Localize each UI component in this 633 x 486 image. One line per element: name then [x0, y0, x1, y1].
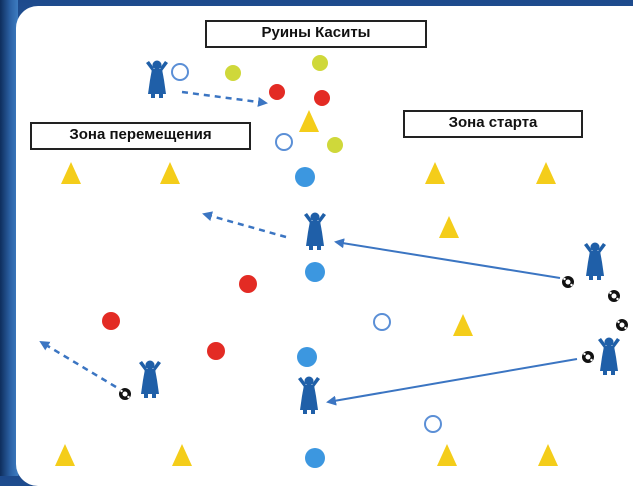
dashed-arrow: [181, 90, 268, 107]
blue-disc-icon: [295, 167, 315, 187]
cone-icon: [536, 162, 556, 184]
soccer-ball-icon: [582, 351, 594, 363]
start-zone-label: Зона старта: [403, 110, 583, 138]
movement-arrows: [39, 90, 578, 406]
background-frame: [0, 0, 18, 476]
player-figure-icon: [304, 212, 326, 250]
balls: [119, 276, 628, 400]
cone-icon: [172, 444, 192, 466]
hoop-icon: [171, 63, 189, 81]
hoop-icon: [275, 133, 293, 151]
soccer-ball-icon: [608, 290, 620, 302]
training-field: [16, 6, 633, 486]
ruins-zone-label: Руины Каситы: [205, 20, 427, 48]
green-disc-icon: [312, 55, 328, 71]
cone-icon: [437, 444, 457, 466]
cone-icon: [299, 110, 319, 132]
soccer-ball-icon: [616, 319, 628, 331]
dashed-arrow: [39, 340, 117, 389]
player-figure-icon: [139, 360, 161, 398]
cone-icon: [453, 314, 473, 336]
cone-icon: [439, 216, 459, 238]
hoop-markers: [171, 63, 442, 433]
player-figure-icon: [584, 242, 606, 280]
soccer-ball-icon: [119, 388, 131, 400]
blue-disc-icon: [297, 347, 317, 367]
red-disc-icon: [207, 342, 225, 360]
player-figure-icon: [598, 337, 620, 375]
red-disc-icon: [269, 84, 285, 100]
blue-disc-icon: [305, 448, 325, 468]
hoop-icon: [424, 415, 442, 433]
cone-icon: [425, 162, 445, 184]
disc-markers: [102, 55, 343, 468]
cone-markers: [55, 110, 558, 466]
red-disc-icon: [102, 312, 120, 330]
cone-icon: [61, 162, 81, 184]
dashed-arrow: [202, 211, 287, 239]
blue-disc-icon: [305, 262, 325, 282]
drill-diagram: [39, 55, 628, 468]
player-figure-icon: [298, 376, 320, 414]
green-disc-icon: [327, 137, 343, 153]
red-disc-icon: [239, 275, 257, 293]
soccer-ball-icon: [562, 276, 574, 288]
cone-icon: [160, 162, 180, 184]
player-figure-icon: [146, 60, 168, 98]
move-zone-label: Зона перемещения: [30, 122, 251, 150]
pass-arrow: [326, 358, 578, 406]
green-disc-icon: [225, 65, 241, 81]
cone-icon: [538, 444, 558, 466]
cone-icon: [55, 444, 75, 466]
pass-arrow: [334, 238, 561, 279]
red-disc-icon: [314, 90, 330, 106]
hoop-icon: [373, 313, 391, 331]
